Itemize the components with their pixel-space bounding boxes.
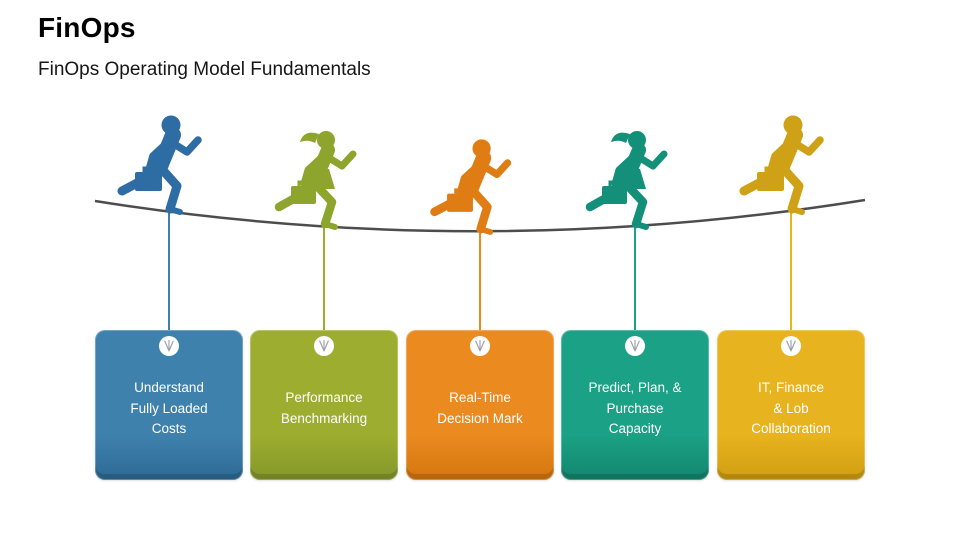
businesswoman-running-icon — [279, 131, 353, 227]
businesswoman-running-icon — [590, 131, 664, 227]
page-subtitle: FinOps Operating Model Fundamentals — [38, 59, 371, 80]
businessman-running-icon — [435, 139, 508, 232]
page-title: FinOps — [38, 12, 136, 43]
businessman-running-icon — [122, 116, 198, 213]
businessman-running-icon — [744, 116, 820, 213]
